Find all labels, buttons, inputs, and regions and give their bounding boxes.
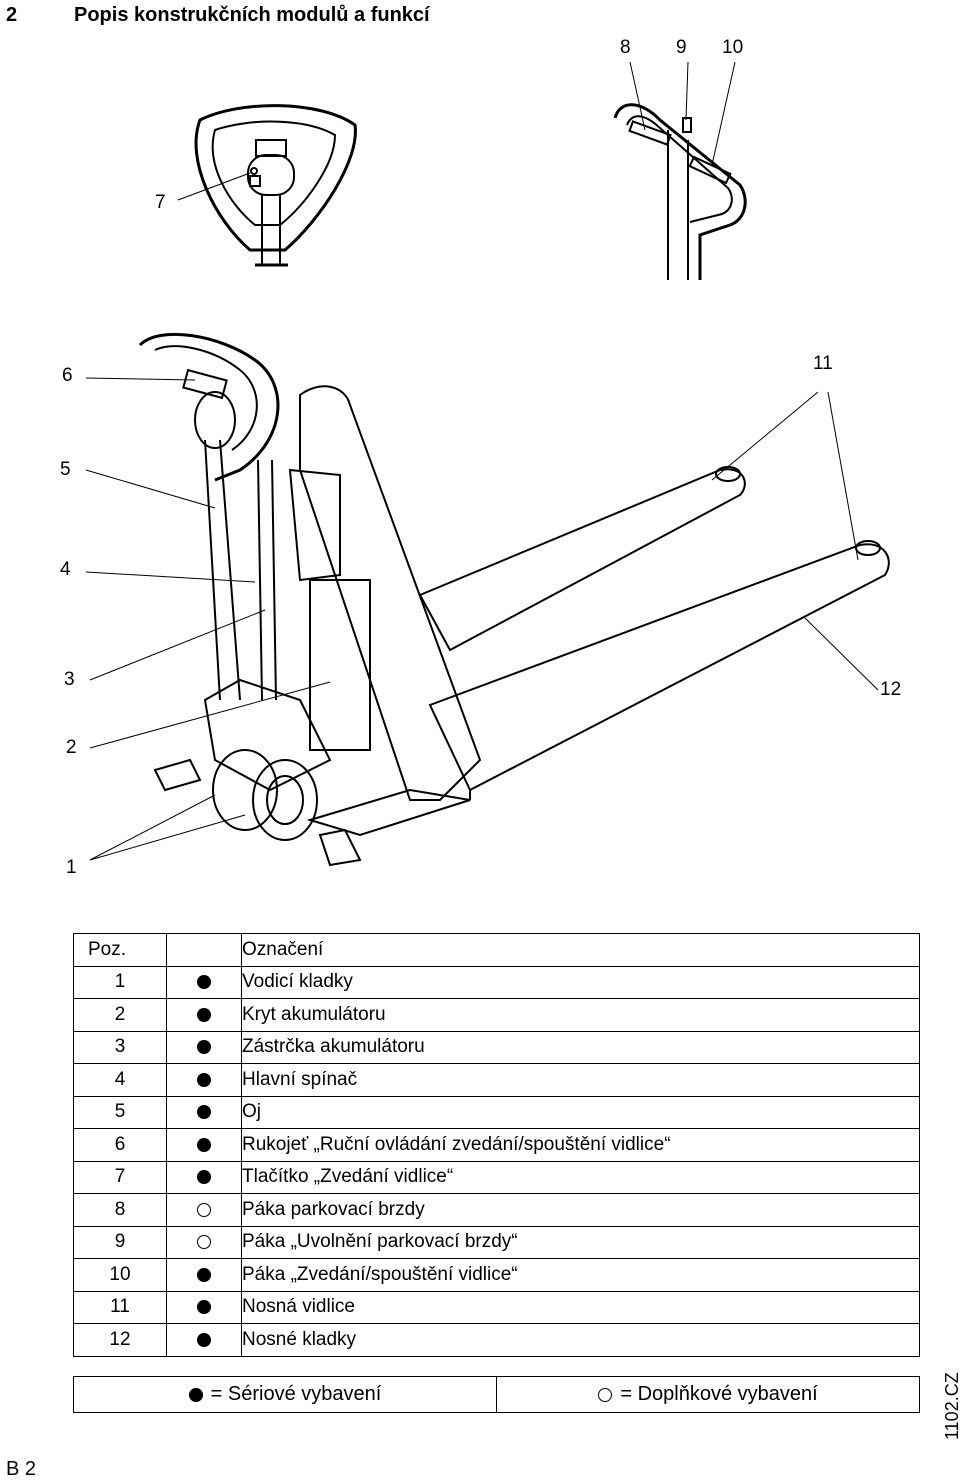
table-row: 5 Oj — [73, 1095, 920, 1129]
row-pos: 9 — [73, 1225, 167, 1259]
row-desc: Páka parkovací brzdy — [241, 1193, 920, 1227]
callout-11: 11 — [813, 353, 833, 374]
callout-5: 5 — [60, 459, 71, 480]
row-desc: Hlavní spínač — [241, 1063, 920, 1097]
callout-2: 2 — [66, 737, 77, 758]
row-desc: Kryt akumulátoru — [241, 998, 920, 1032]
section-number: 2 — [6, 4, 18, 26]
key-standard: = Sériové vybavení — [74, 1377, 496, 1412]
callout-7: 7 — [155, 192, 166, 213]
row-desc: Zástrčka akumulátoru — [241, 1030, 920, 1064]
optional-dot-icon — [166, 1193, 242, 1227]
key-optional: = Doplňkové vybavení — [496, 1377, 919, 1412]
table-row: 2 Kryt akumulátoru — [73, 998, 920, 1032]
table-row: 11 Nosná vidlice — [73, 1290, 920, 1324]
document-id: 1102.CZ — [942, 1372, 960, 1440]
tiller-head-detail — [177, 104, 357, 267]
table-row: 8 Páka parkovací brzdy — [73, 1193, 920, 1227]
row-desc: Páka „Uvolnění parkovací brzdy“ — [241, 1225, 920, 1259]
row-pos: 12 — [73, 1323, 167, 1357]
callout-3: 3 — [64, 669, 75, 690]
row-desc: Páka „Zvedání/spouštění vidlice“ — [241, 1258, 920, 1292]
header-desc: Označení — [241, 933, 920, 967]
optional-dot-icon — [166, 1225, 242, 1259]
standard-dot-icon — [166, 1258, 242, 1292]
row-pos: 8 — [73, 1193, 167, 1227]
callout-9: 9 — [676, 37, 687, 58]
leader-lines — [85, 377, 879, 861]
table-row: 10 Páka „Zvedání/spouštění vidlice“ — [73, 1258, 920, 1292]
table-row: 1 Vodicí kladky — [73, 965, 920, 999]
row-pos: 1 — [73, 965, 167, 999]
truck-body — [138, 332, 890, 867]
standard-dot-icon — [166, 1290, 242, 1324]
table-row: 12 Nosné kladky — [73, 1323, 920, 1357]
standard-dot-icon — [166, 1323, 242, 1357]
standard-dot-icon — [166, 1030, 242, 1064]
row-pos: 4 — [73, 1063, 167, 1097]
header-pos: Poz. — [73, 933, 167, 967]
component-table: Poz. Označení 1 Vodicí kladky 2 Kryt akumu… — [73, 933, 920, 1357]
table-row: 7 Tlačítko „Zvedání vidlice“ — [73, 1160, 920, 1194]
standard-dot-icon — [166, 1095, 242, 1129]
standard-dot-icon — [166, 1063, 242, 1097]
row-pos: 3 — [73, 1030, 167, 1064]
handle-lever-detail — [613, 61, 747, 280]
header-sym — [166, 933, 242, 967]
standard-dot-icon — [166, 1160, 242, 1194]
standard-dot-icon — [188, 1387, 203, 1402]
row-pos: 6 — [73, 1128, 167, 1162]
callout-12: 12 — [880, 679, 902, 700]
standard-dot-icon — [166, 998, 242, 1032]
row-pos: 2 — [73, 998, 167, 1032]
optional-dot-icon — [598, 1387, 613, 1402]
equipment-key: = Sériové vybavení = Doplňkové vybavení — [73, 1376, 920, 1413]
standard-dot-icon — [166, 1128, 242, 1162]
table-row: 3 Zástrčka akumulátoru — [73, 1030, 920, 1064]
row-desc: Rukojeť „Ruční ovládání zvedání/spouštěn… — [241, 1128, 920, 1162]
table-row: 4 Hlavní spínač — [73, 1063, 920, 1097]
row-pos: 11 — [73, 1290, 167, 1324]
row-pos: 7 — [73, 1160, 167, 1194]
row-desc: Nosná vidlice — [241, 1290, 920, 1324]
row-pos: 10 — [73, 1258, 167, 1292]
table-header-row: Poz. Označení — [73, 933, 920, 967]
section-title: Popis konstrukčních modulů a funkcí — [74, 4, 430, 26]
callout-1: 1 — [66, 857, 77, 878]
row-desc: Oj — [241, 1095, 920, 1129]
standard-dot-icon — [166, 965, 242, 999]
key-standard-label: = Sériové vybavení — [210, 1383, 382, 1405]
callout-8: 8 — [620, 37, 631, 58]
callout-10: 10 — [722, 37, 744, 58]
row-desc: Nosné kladky — [241, 1323, 920, 1357]
callout-6: 6 — [62, 365, 73, 386]
row-desc: Tlačítko „Zvedání vidlice“ — [241, 1160, 920, 1194]
table-row: 9 Páka „Uvolnění parkovací brzdy“ — [73, 1225, 920, 1259]
pallet-truck-drawing — [85, 61, 890, 867]
table-row: 6 Rukojeť „Ruční ovládání zvedání/spouště… — [73, 1128, 920, 1162]
row-desc: Vodicí kladky — [241, 965, 920, 999]
callout-4: 4 — [60, 559, 71, 580]
key-optional-label: = Doplňkové vybavení — [620, 1383, 818, 1405]
row-pos: 5 — [73, 1095, 167, 1129]
page-label: B 2 — [6, 1458, 37, 1480]
